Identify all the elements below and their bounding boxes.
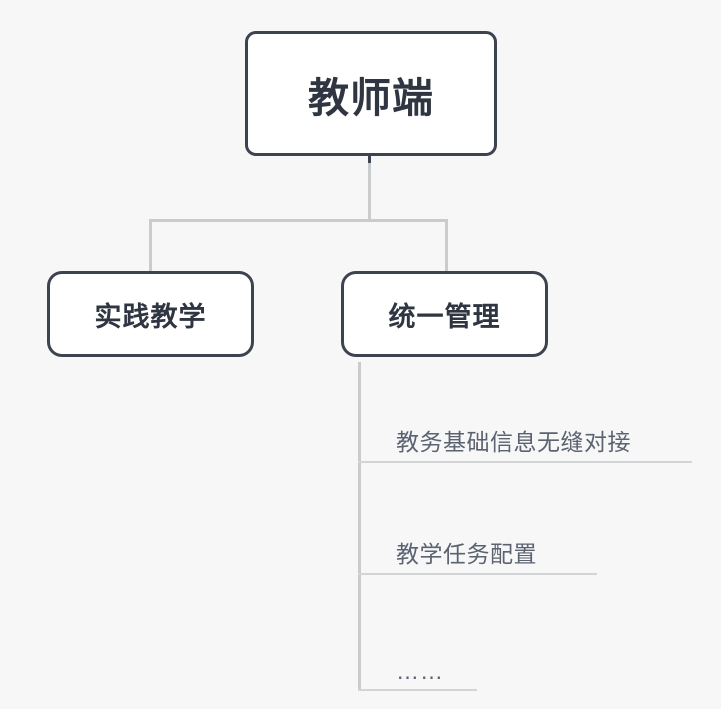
leaf-rule-1 [358,461,692,463]
node-branch-practical-teaching[interactable]: 实践教学 [47,271,254,357]
leaf-item-3[interactable]: …… [358,628,483,691]
leaf-item-2[interactable]: 教学任务配置 [358,512,603,575]
leaf-rule-2 [358,573,597,575]
node-branch-label-practical-teaching: 实践教学 [94,301,207,332]
node-root-label: 教师端 [308,74,434,121]
leaf-label-3: …… [396,658,444,684]
node-branch-unified-management[interactable]: 统一管理 [341,271,548,357]
leaf-label-2: 教学任务配置 [396,541,537,567]
node-branch-label-unified-management: 统一管理 [388,301,501,332]
connector-root-trunk [368,163,371,221]
node-root-teacher-terminal[interactable]: 教师端 [245,31,497,156]
leaf-item-1[interactable]: 教务基础信息无缝对接 [358,400,698,463]
connector-leaf-spine [358,362,361,691]
connector-split-bar [149,219,448,222]
connector-drop-right [445,219,448,273]
leaf-rule-3 [358,689,477,691]
connector-drop-left [149,219,152,273]
leaf-label-1: 教务基础信息无缝对接 [396,429,631,455]
connector-root-stub [368,156,371,164]
